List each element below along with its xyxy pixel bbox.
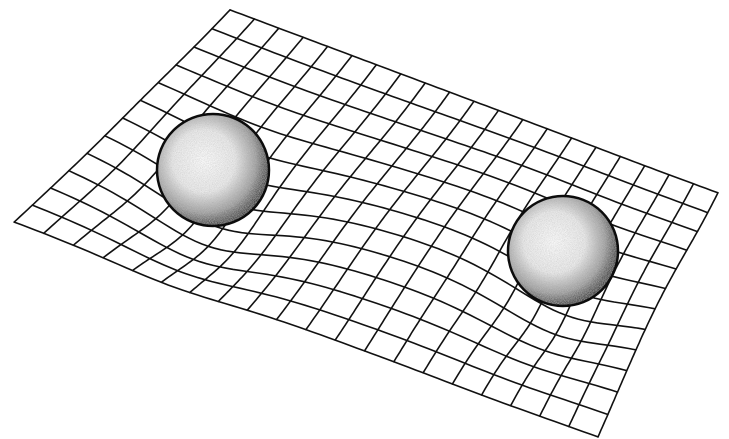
grid-line bbox=[598, 193, 718, 437]
warped-grid-mesh bbox=[14, 10, 718, 437]
grid-line bbox=[306, 101, 474, 329]
mass-right-sphere bbox=[508, 196, 618, 306]
grid-line bbox=[230, 10, 718, 193]
mass-left-sphere bbox=[157, 114, 269, 226]
grid-line bbox=[277, 92, 450, 320]
